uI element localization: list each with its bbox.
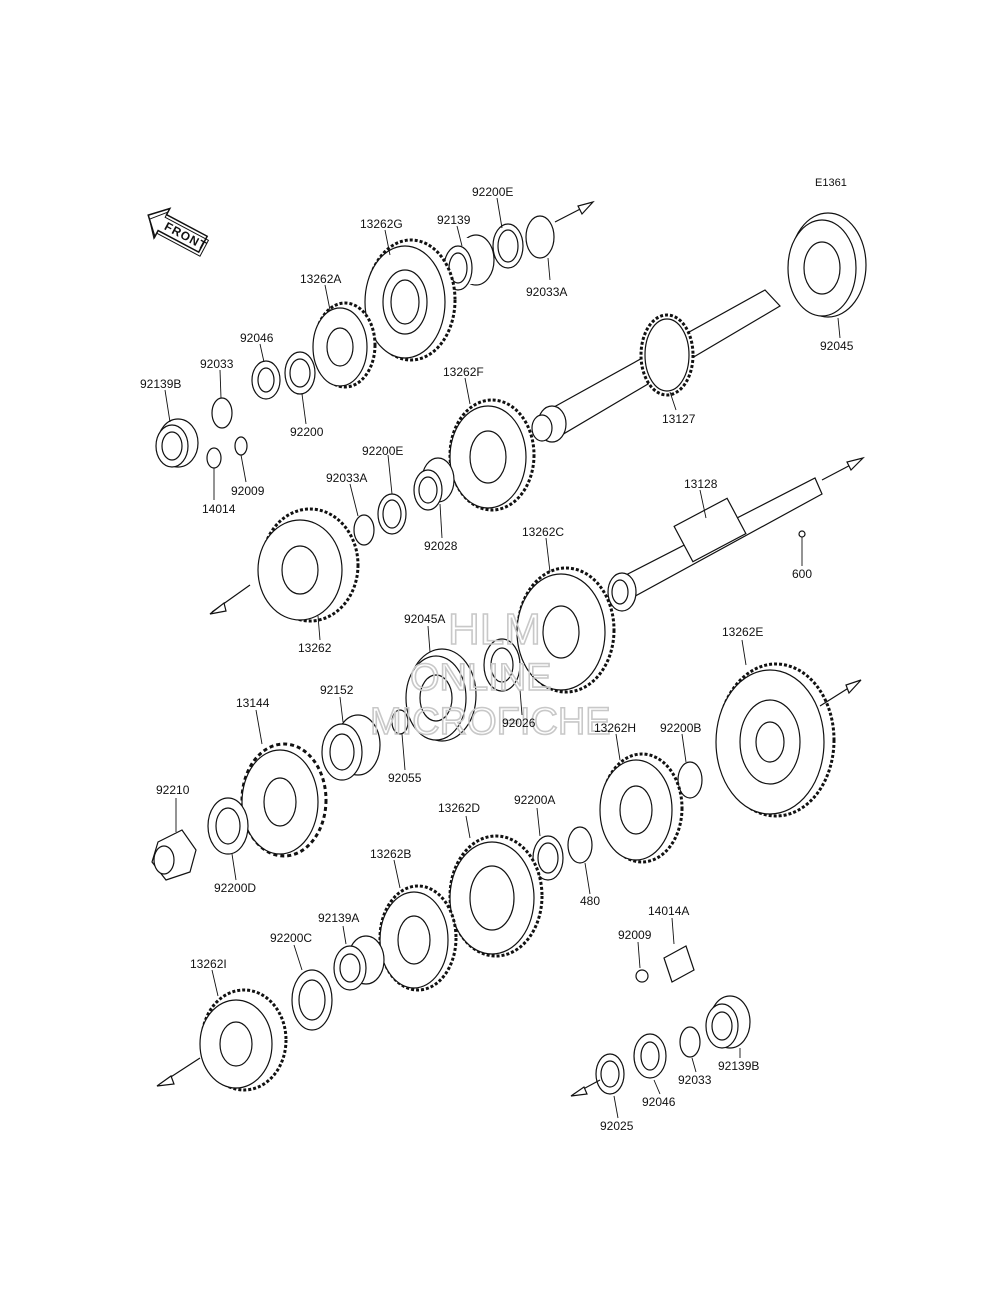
- part-label[interactable]: 13262D: [438, 801, 480, 815]
- part-label[interactable]: 92139: [437, 213, 471, 227]
- part-label[interactable]: 92055: [388, 771, 422, 785]
- part-label[interactable]: 13262A: [300, 272, 341, 286]
- part-label[interactable]: 92200C: [270, 931, 312, 945]
- part-label[interactable]: 92025: [600, 1119, 634, 1133]
- part-label[interactable]: 92046: [240, 331, 274, 345]
- part-label[interactable]: 13127: [662, 412, 696, 426]
- middle-assembly: [209, 456, 865, 818]
- part-label[interactable]: 92200D: [214, 881, 256, 895]
- part-label[interactable]: 92009: [618, 928, 652, 942]
- part-label[interactable]: 92028: [424, 539, 458, 553]
- part-label[interactable]: 14014A: [648, 904, 689, 918]
- part-label[interactable]: 92009: [231, 484, 265, 498]
- watermark-line-1: HLM: [448, 605, 541, 654]
- lower-assembly: [151, 742, 751, 1097]
- diagram-code: E1361: [815, 177, 847, 189]
- part-label[interactable]: 92033A: [526, 285, 567, 299]
- watermark-line-2: ONLINE: [410, 657, 551, 699]
- part-label[interactable]: 92033: [200, 357, 234, 371]
- part-label[interactable]: 92139B: [140, 377, 181, 391]
- part-label[interactable]: 13262H: [594, 721, 636, 735]
- part-label[interactable]: 92139B: [718, 1059, 759, 1073]
- part-label[interactable]: 92200E: [472, 185, 513, 199]
- leader-lines: [164, 197, 841, 1119]
- upper-assembly: [155, 200, 867, 546]
- part-label[interactable]: 92200B: [660, 721, 701, 735]
- part-label[interactable]: 92200A: [514, 793, 555, 807]
- part-label[interactable]: 13128: [684, 477, 718, 491]
- part-label[interactable]: 92152: [320, 683, 354, 697]
- part-label[interactable]: 92045A: [404, 612, 445, 626]
- part-label[interactable]: 13262I: [190, 957, 227, 971]
- part-label[interactable]: 92210: [156, 783, 190, 797]
- part-label[interactable]: 13262B: [370, 847, 411, 861]
- part-label[interactable]: 13262G: [360, 217, 403, 231]
- front-arrow-icon: FRONT: [147, 207, 210, 257]
- part-label[interactable]: 92139A: [318, 911, 359, 925]
- part-label[interactable]: 13262F: [443, 365, 484, 379]
- part-labels: 92200E 92139 92033A 13262G 13262A 92046 …: [140, 185, 854, 1133]
- part-label[interactable]: 92046: [642, 1095, 676, 1109]
- part-label[interactable]: 92033A: [326, 471, 367, 485]
- part-label[interactable]: 14014: [202, 502, 236, 516]
- part-label[interactable]: 600: [792, 567, 812, 581]
- part-label[interactable]: 13262E: [722, 625, 763, 639]
- part-label[interactable]: 13144: [236, 696, 270, 710]
- part-label[interactable]: 13262C: [522, 525, 564, 539]
- part-label[interactable]: 92033: [678, 1073, 712, 1087]
- part-label[interactable]: 92045: [820, 339, 854, 353]
- watermark: HLM ONLINE MICROFICHE: [369, 604, 611, 744]
- watermark-line-3: MICROFICHE: [370, 701, 611, 743]
- part-label[interactable]: 13262: [298, 641, 332, 655]
- part-label[interactable]: 480: [580, 894, 600, 908]
- part-label[interactable]: 92200: [290, 425, 324, 439]
- part-label[interactable]: 92026: [502, 716, 536, 730]
- part-label[interactable]: 92200E: [362, 444, 403, 458]
